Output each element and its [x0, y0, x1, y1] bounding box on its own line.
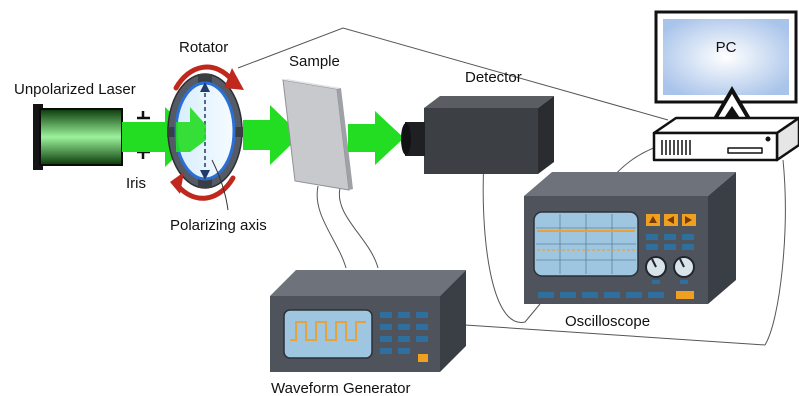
detector — [401, 96, 554, 174]
beam-arrow-3 — [348, 111, 404, 165]
rotation-arrowhead-bottom — [170, 172, 184, 194]
cable-pc-bottom — [764, 159, 786, 346]
cable-sample-generator-2 — [338, 187, 379, 269]
waveform-generator-label: Waveform Generator — [271, 380, 411, 396]
rotation-arrows — [173, 64, 236, 201]
oscilloscope-label: Oscilloscope — [565, 313, 650, 330]
rotator-label: Rotator — [179, 39, 228, 56]
generator-screen — [283, 309, 373, 359]
laser-label: Unpolarized Laser — [14, 81, 136, 98]
pc-label: PC — [716, 39, 737, 56]
cable-generator-bottom — [464, 324, 766, 346]
cable-detector-scope — [482, 159, 541, 323]
sample — [282, 79, 353, 191]
iris-label: Iris — [126, 175, 146, 192]
beam-arrow-2 — [243, 105, 301, 165]
polarizing-axis-label: Polarizing axis — [170, 217, 267, 234]
detector-label: Detector — [465, 69, 522, 86]
cable-rotator-pc — [237, 27, 669, 121]
waveform-generator — [270, 270, 466, 372]
sample-label: Sample — [289, 53, 340, 70]
cable-sample-generator — [316, 185, 347, 269]
rotation-arrowhead-top — [224, 68, 244, 90]
laser — [33, 104, 123, 170]
beam-through-rotator — [176, 107, 206, 152]
cables — [237, 27, 786, 346]
polarizing-axis-pointer — [211, 159, 229, 211]
pc-case — [652, 116, 799, 162]
oscilloscope — [524, 172, 736, 304]
pc-monitor — [654, 10, 798, 126]
